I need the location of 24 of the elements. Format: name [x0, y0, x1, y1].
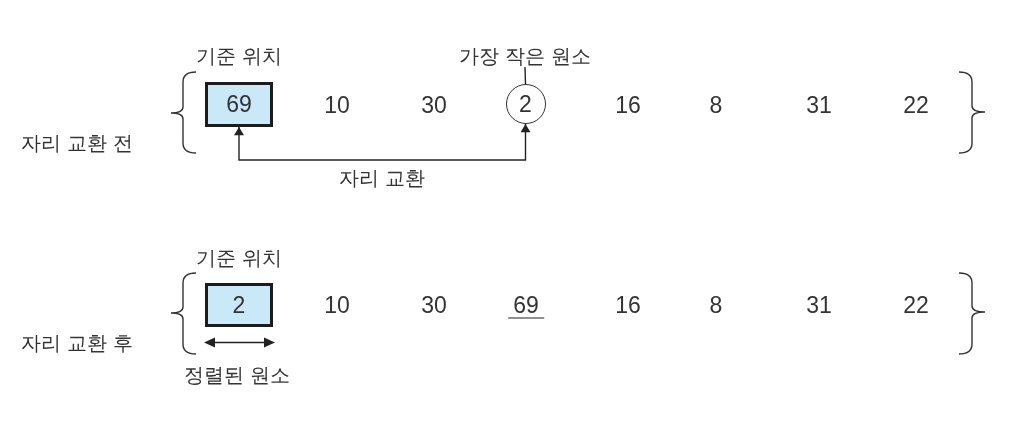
swap-arrow [234, 123, 531, 161]
number-label: 30 [421, 294, 447, 316]
number-label: 16 [615, 294, 641, 316]
number-label: 8 [709, 94, 723, 116]
number-label: 22 [903, 94, 929, 116]
number-label: 10 [324, 294, 350, 316]
number-label: 8 [709, 294, 723, 316]
position-label: 기준 위치 [196, 247, 282, 269]
leader-line [524, 66, 527, 85]
number-label: 16 [615, 94, 641, 116]
value-box: 69 [205, 82, 273, 127]
value-circle: 2 [505, 84, 546, 124]
number-label: 31 [806, 294, 832, 316]
dimension-label: 정렬된 원소 [184, 364, 290, 386]
number-label: 22 [903, 294, 929, 316]
position-label: 기준 위치 [196, 45, 282, 67]
underlined-number: 69 [508, 293, 544, 319]
number-label: 30 [421, 94, 447, 116]
row-label: 자리 교환 후 [21, 332, 133, 354]
number-label: 31 [806, 94, 832, 116]
annotation-label: 가장 작은 원소 [459, 45, 591, 67]
value-box: 2 [205, 283, 273, 327]
number-label: 10 [324, 94, 350, 116]
row-label: 자리 교환 전 [21, 132, 133, 154]
